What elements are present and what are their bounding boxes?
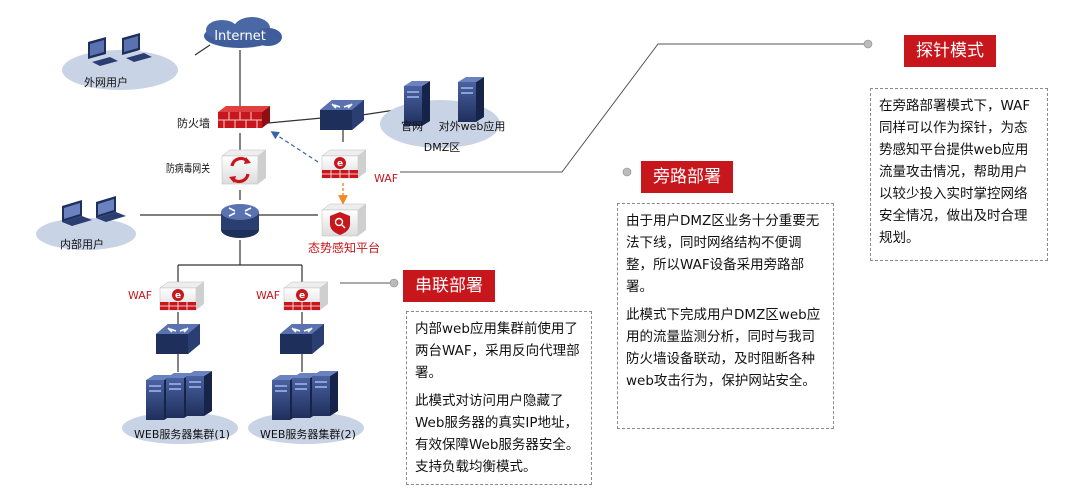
inline-deployment-paragraph-1: 内部web应用集群前使用了两台WAF，采用反向代理部署。	[415, 321, 580, 381]
cluster-1-switch-icon	[155, 323, 201, 355]
waf-right-label: WAF	[256, 289, 280, 302]
probe-mode-description: 在旁路部署模式下，WAF同样可以作为探针，为态势感知平台提供web应用流量攻击情…	[870, 88, 1048, 261]
dmz-web-app-label: 对外web应用	[439, 119, 506, 133]
probe-mode-paragraph: 在旁路部署模式下，WAF同样可以作为探针，为态势感知平台提供web应用流量攻击情…	[879, 98, 1031, 246]
bypass-deployment-paragraph-1: 由于用户DMZ区业务十分重要无法下线，同时网络结构不便调整，所以WAF设备采用旁…	[626, 213, 820, 295]
internet-cloud-icon	[204, 17, 282, 48]
waf-bypass-label: WAF	[374, 172, 398, 185]
internal-users-zone	[36, 218, 136, 250]
dmz-server-web-app-icon	[458, 77, 484, 122]
waf-right-icon	[283, 281, 329, 311]
probe-mode-title: 探针模式	[904, 35, 996, 67]
cluster-2-label: WEB服务器集群(2)	[260, 427, 356, 441]
waf-to-firewall-linkage	[270, 131, 319, 163]
cluster-1-zone	[122, 412, 238, 444]
core-router-icon	[221, 204, 259, 238]
inline-deployment-paragraph-2: 此模式对访问用户隐藏了Web服务器的真实IP地址，有效保障Web服务器安全。支持…	[415, 393, 580, 475]
laptop-icon	[96, 196, 126, 222]
dmz-official-label: 官网	[401, 119, 423, 133]
cluster-1-label: WEB服务器集群(1)	[134, 427, 230, 441]
server-tower-icon	[312, 371, 338, 416]
cluster-2-zone	[248, 412, 364, 444]
internet-label: Internet	[214, 29, 266, 44]
external-users-zone	[62, 50, 178, 90]
callout-leaders	[340, 39, 873, 288]
cluster-2-switch-icon	[279, 323, 325, 355]
situation-platform-label: 态势感知平台	[308, 240, 380, 255]
internal-users-label: 内部用户	[60, 237, 104, 251]
antivirus-gateway-label: 防病毒网关	[166, 161, 210, 175]
external-users-label: 外网用户	[84, 75, 128, 89]
bypass-deployment-paragraph-2: 此模式下完成用户DMZ区web应用的流量监测分析，同时与我司防火墙设备联动，及时…	[626, 307, 821, 389]
situation-platform-shield-search-icon	[321, 203, 367, 237]
antivirus-gateway-icon	[221, 149, 267, 185]
bypass-deployment-description: 由于用户DMZ区业务十分重要无法下线，同时网络结构不便调整，所以WAF设备采用旁…	[617, 203, 834, 429]
dmz-switch-icon	[319, 99, 365, 131]
waf-left-icon	[159, 281, 205, 311]
firewall-brick-wall-icon	[218, 106, 270, 128]
inline-deployment-title: 串联部署	[403, 270, 495, 302]
server-tower-icon	[186, 371, 212, 416]
waf-bypass-icon	[321, 149, 367, 179]
waf-left-label: WAF	[128, 289, 152, 302]
bypass-deployment-title: 旁路部署	[641, 161, 733, 193]
inline-deployment-description: 内部web应用集群前使用了两台WAF，采用反向代理部署。 此模式对访问用户隐藏了…	[406, 311, 592, 485]
dmz-zone-label: DMZ区	[424, 141, 461, 154]
firewall-label: 防火墙	[177, 116, 210, 130]
links	[140, 44, 396, 372]
